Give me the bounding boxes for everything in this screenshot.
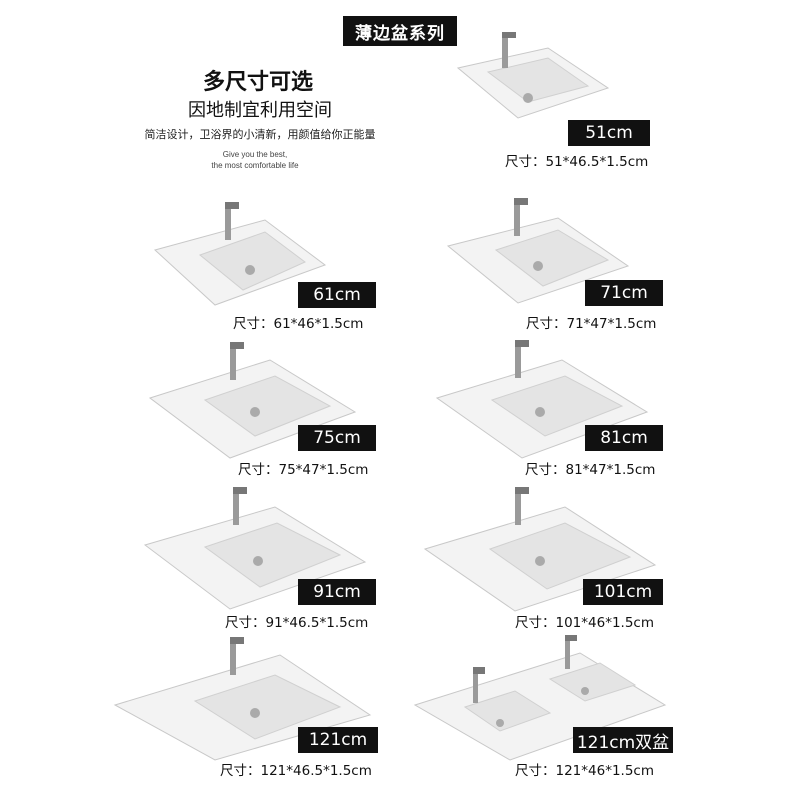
size-badge: 121cm	[298, 727, 378, 753]
product-91[interactable]: 91cm 尺寸：91*46.5*1.5cm	[143, 487, 385, 631]
sink-image	[143, 487, 367, 610]
sink-image	[456, 32, 610, 119]
sink-image	[446, 198, 630, 304]
product-101[interactable]: 101cm 尺寸：101*46*1.5cm	[423, 487, 670, 631]
size-badge: 91cm	[298, 579, 376, 605]
size-badge: 71cm	[585, 280, 663, 306]
size-spec: 尺寸：121*46.5*1.5cm	[220, 763, 372, 779]
size-spec: 尺寸：61*46*1.5cm	[233, 316, 364, 332]
headline: 多尺寸可选	[202, 70, 313, 95]
size-badge: 101cm	[583, 579, 663, 605]
product-121[interactable]: 121cm 尺寸：121*46.5*1.5cm	[113, 635, 385, 780]
product-71[interactable]: 71cm 尺寸：71*47*1.5cm	[446, 198, 668, 335]
size-badge: 61cm	[298, 282, 376, 308]
size-spec: 尺寸：71*47*1.5cm	[526, 316, 657, 332]
size-badge: 121cm双盆	[573, 727, 673, 753]
english-line-1: Give you the best,	[222, 150, 288, 159]
size-spec: 尺寸：81*47*1.5cm	[525, 462, 656, 478]
size-spec: 尺寸：75*47*1.5cm	[238, 462, 369, 478]
size-spec: 尺寸：101*46*1.5cm	[515, 615, 654, 631]
size-badge: 81cm	[585, 425, 663, 451]
sink-image	[113, 637, 372, 761]
product-75[interactable]: 75cm 尺寸：75*47*1.5cm	[148, 340, 385, 480]
size-badge: 51cm	[568, 120, 650, 146]
product-81[interactable]: 81cm 尺寸：81*47*1.5cm	[435, 340, 667, 480]
subline: 因地制宜利用空间	[188, 100, 332, 121]
size-spec: 尺寸：121*46*1.5cm	[515, 763, 654, 779]
english-line-2: the most comfortable life	[211, 161, 299, 170]
size-spec: 尺寸：91*46.5*1.5cm	[225, 615, 369, 631]
sink-image	[423, 487, 657, 612]
series-title: 薄边盆系列	[343, 16, 457, 46]
sink-image	[413, 635, 667, 761]
description: 简洁设计，卫浴界的小清新，用颜值给你正能量	[144, 128, 376, 141]
sink-image	[153, 202, 327, 306]
sink-image	[148, 342, 357, 459]
product-61[interactable]: 61cm 尺寸：61*46*1.5cm	[153, 200, 385, 335]
size-badge: 75cm	[298, 425, 376, 451]
product-121-double[interactable]: 121cm双盆 尺寸：121*46*1.5cm	[413, 635, 675, 780]
size-spec: 尺寸：51*46.5*1.5cm	[505, 154, 649, 170]
sink-image	[435, 340, 649, 459]
product-51[interactable]: 51cm 尺寸：51*46.5*1.5cm	[448, 30, 658, 170]
